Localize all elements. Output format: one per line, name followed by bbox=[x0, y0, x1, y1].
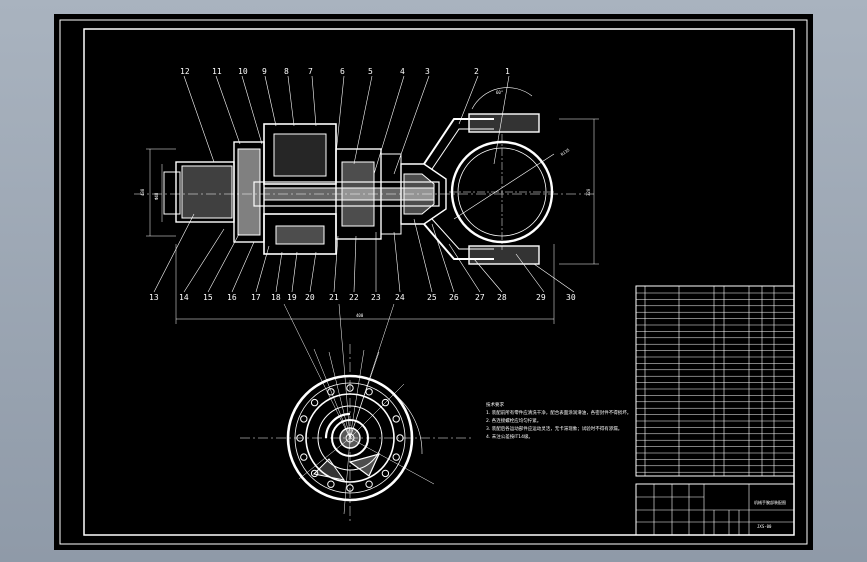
bolt-hole bbox=[365, 480, 373, 488]
cad-drawing: 12 11 10 9 8 7 6 5 4 3 2 1 13 14 15 16 1… bbox=[59, 19, 808, 545]
bolt-hole bbox=[381, 469, 390, 478]
part-label-17: 17 bbox=[251, 293, 261, 302]
inner-frame bbox=[83, 28, 795, 536]
dim-right-height: 320 bbox=[586, 188, 591, 196]
part-label-9: 9 bbox=[262, 67, 267, 76]
part-label-4: 4 bbox=[400, 67, 405, 76]
notes-title: 技术要求 bbox=[486, 401, 504, 408]
part-label-8: 8 bbox=[284, 67, 289, 76]
bolt-hole bbox=[365, 388, 373, 396]
part-label-19: 19 bbox=[287, 293, 297, 302]
bolt-hole bbox=[346, 484, 354, 492]
bolt-hole bbox=[392, 453, 400, 461]
part-label-6: 6 bbox=[340, 67, 345, 76]
part-label-7: 7 bbox=[308, 67, 313, 76]
note-line-4: 4. 未注公差按IT14级。 bbox=[486, 433, 533, 440]
outer-frame bbox=[59, 19, 808, 545]
part-label-24: 24 bbox=[395, 293, 405, 302]
title-block-code: JXS-00 bbox=[757, 524, 772, 529]
bolt-hole bbox=[300, 453, 308, 461]
bolt-hole bbox=[381, 398, 390, 407]
bolt-hole bbox=[396, 434, 404, 442]
section-view bbox=[134, 87, 599, 324]
note-line-2: 2. 各连接螺栓应均匀拧紧。 bbox=[486, 417, 541, 424]
part-label-13: 13 bbox=[149, 293, 159, 302]
part-label-1: 1 bbox=[505, 67, 510, 76]
bolt-hole-pattern bbox=[296, 384, 404, 492]
part-label-14: 14 bbox=[179, 293, 189, 302]
part-label-16: 16 bbox=[227, 293, 237, 302]
dim-angle: 60° bbox=[496, 90, 503, 95]
parts-list-rows bbox=[636, 292, 794, 473]
bolt-hole bbox=[392, 415, 400, 423]
part-label-3: 3 bbox=[425, 67, 430, 76]
bolt-hole bbox=[327, 388, 335, 396]
title-block bbox=[635, 475, 795, 536]
bolt-hole bbox=[310, 398, 319, 407]
part-label-18: 18 bbox=[271, 293, 281, 302]
drawing-sheet: 12 11 10 9 8 7 6 5 4 3 2 1 13 14 15 16 1… bbox=[54, 14, 813, 550]
part-label-29: 29 bbox=[536, 293, 546, 302]
bolt-hole bbox=[310, 469, 319, 478]
part-label-25: 25 bbox=[427, 293, 437, 302]
part-label-15: 15 bbox=[203, 293, 213, 302]
dim-radius: R135 bbox=[560, 147, 571, 157]
part-label-12: 12 bbox=[180, 67, 190, 76]
leader-lines-bottom bbox=[153, 213, 575, 293]
technical-notes: 技术要求 1. 装配前所有零件应清洗干净，配合表面涂润滑油，各密封件不得损坏。 … bbox=[486, 401, 631, 440]
bolt-hole bbox=[300, 415, 308, 423]
part-label-27: 27 bbox=[475, 293, 485, 302]
part-label-26: 26 bbox=[449, 293, 459, 302]
bolt-hole bbox=[296, 434, 304, 442]
leader-lines-top bbox=[183, 75, 510, 175]
part-label-22: 22 bbox=[349, 293, 359, 302]
note-line-1: 1. 装配前所有零件应清洗干净，配合表面涂润滑油，各密封件不得损坏。 bbox=[486, 409, 631, 416]
part-label-21: 21 bbox=[329, 293, 339, 302]
part-label-2: 2 bbox=[474, 67, 479, 76]
part-label-30: 30 bbox=[566, 293, 576, 302]
note-line-3: 3. 装配后各运动部件应运动灵活，无卡滞现象；试验时不得有渗漏。 bbox=[486, 425, 622, 432]
dim-left-height-b: Ф48 bbox=[154, 192, 159, 200]
part-label-10: 10 bbox=[238, 67, 248, 76]
bolt-hole bbox=[327, 480, 335, 488]
dim-left-height-a: 438 bbox=[140, 188, 145, 196]
part-label-20: 20 bbox=[305, 293, 315, 302]
dim-overall-length: 400 bbox=[356, 313, 364, 318]
part-label-23: 23 bbox=[371, 293, 381, 302]
bolt-hole bbox=[346, 384, 354, 392]
title-block-name: 机械手腕部装配图 bbox=[754, 499, 786, 505]
end-view-flange bbox=[240, 303, 474, 524]
part-label-5: 5 bbox=[368, 67, 373, 76]
part-label-11: 11 bbox=[212, 67, 222, 76]
part-label-28: 28 bbox=[497, 293, 507, 302]
parts-list-table bbox=[635, 285, 795, 477]
